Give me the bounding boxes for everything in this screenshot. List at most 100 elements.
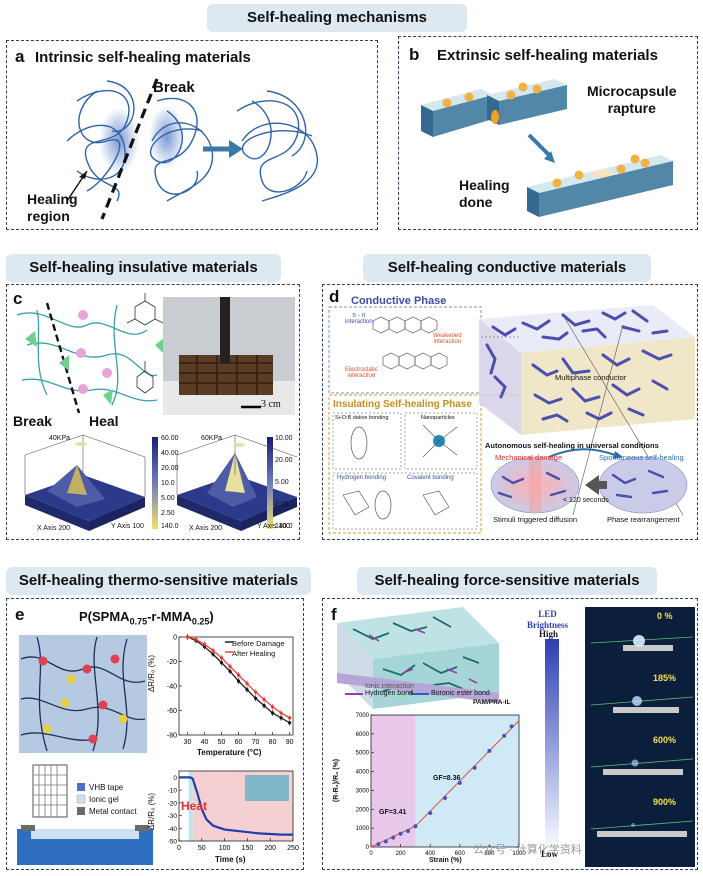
panel-e-label: e [15,605,25,624]
cb1-tick-5: 2.50 [161,510,175,517]
chart1-point-0-5 [228,669,232,673]
chart1-ytick-label-2: -40 [167,684,177,691]
chart3-point-12 [509,724,514,729]
break-label: Break [153,79,195,96]
chart3-xtick-label-4: 800 [484,851,495,857]
multiphase-label: Multiphase conductor [555,373,627,382]
chart1-point-0-8 [253,696,258,700]
chart3-ytick-label-7: 7000 [356,713,370,719]
strain-ylabel: (R-R₀)/R₀ (%) [333,758,341,803]
chart3-ytick-label-1: 1000 [356,826,370,832]
time-label: < 120 seconds [563,497,609,504]
chart1-xlabel: Temperature (°C) [197,748,262,757]
header-force: Self-healing force-sensitive materials [357,567,657,595]
map2-axis-x: X Axis 200 [189,525,223,532]
chart1-point-0-9 [262,704,266,708]
strain-185-label: 185% [653,673,677,683]
chart1-xtick-label-1: 40 [201,739,209,746]
hydrogen-bonding-label: Hydrogen bonding [337,475,387,481]
chart1-point-0-6 [236,679,241,683]
cb1-tick-4: 5.00 [161,495,175,502]
chart2-ylabel: ΔR/R₀ (%) [147,792,157,831]
sio-bond-label: Si-O:B dative bonding [335,415,389,421]
cb2-tick-1: 20.00 [275,457,293,464]
chart3-point-8 [457,780,462,785]
formula-mid: -r-MMA [147,609,192,624]
formula: P(SPMA0.75-r-MMA0.25) [79,609,214,627]
electrostatic-label: Electrostatic interaction [345,367,378,379]
formula-sub2: 0.25 [191,616,210,627]
rearrangement-label: Phase rearrangement [607,515,680,524]
strain-600-label: 600% [653,735,677,745]
chart1-point-1-3 [211,648,215,653]
chart3-ytick-label-3: 3000 [356,788,370,794]
panel-b: b Extrinsic self-healing materials Micro… [398,36,698,230]
formula-sub1: 0.75 [129,616,148,627]
chart1-point-1-12 [287,716,292,720]
panel-b-title: Extrinsic self-healing materials [437,47,658,64]
chart3-ytick-label-6: 6000 [356,732,370,738]
chart1-ytick-label-3: -60 [167,708,177,715]
chart1-point-1-7 [245,681,249,686]
chart1-xtick-label-2: 50 [218,739,226,746]
thermo-network [17,635,153,865]
healing-done-label: Healing done [459,177,510,210]
ionic-interaction-label: Ionic interaction [365,683,415,690]
chart2-ytick-label-3: -30 [168,813,178,820]
chart1-point-1-10 [270,705,275,709]
chart2-ytick-label-4: -40 [168,826,178,833]
chart1-point-1-8 [253,690,258,694]
heal-label-c: Heal [89,413,119,429]
chart2-frame [178,770,294,842]
led-low-label: Low [541,849,559,859]
led-high-label: High [539,629,559,639]
chart3-xtick-label-1: 200 [396,851,407,857]
chart3-point-11 [502,733,507,738]
chart2-heat-boundary [188,771,193,841]
cb1-tick-0: 60.00 [161,435,179,442]
chart2-xtick-label-2: 100 [219,845,231,852]
autonomous-label: Autonomous self-healing in universal con… [485,441,659,450]
strain-900-label: 900% [653,797,677,807]
formula-end: ) [209,609,214,624]
chart2-xtick-label-1: 50 [198,845,206,852]
polymer-network-broken [66,78,318,220]
metal-contact-label: Metal contact [89,807,137,816]
stimuli-label: Stimuli triggered diffusion [493,515,578,524]
chart3-point-4 [406,828,410,833]
map1-pressure: 40KPa [49,435,71,442]
hydrogen-bond-label: Hydrogen bond [365,690,413,697]
panel-c: c [6,284,300,540]
mechanical-damage-label: Mechanical damage [495,453,563,462]
microcapsule-label: Microcapsule rapture [587,83,677,116]
vhb-tape-label: VHB tape [89,783,124,792]
chart1-point-1-5 [228,664,232,668]
chart1-point-0-3 [211,652,215,656]
insulating-phase-title: Insulating Self-healing Phase [333,399,472,410]
chart1-point-1-6 [236,673,241,677]
strain-xlabel: Strain (%) [429,857,462,864]
chart2-ytick-label-0: 0 [173,775,177,782]
chart1-xtick-label-3: 60 [235,739,243,746]
healing-region-label: Healing region [27,191,78,224]
cb1-tick-6: 140.0 [161,523,179,530]
chart3-frame [370,714,520,848]
boronic-bond-label: Boronic ester bond [431,690,490,697]
insulative-network [16,293,298,531]
cb2-tick-2: 5.00 [275,479,289,486]
chart1-legend-after: After Healing [232,649,276,658]
panel-f-label: f [331,605,337,624]
chart3-ytick-label-0: 0 [366,845,370,851]
chart3-point-5 [413,824,418,829]
chart2-xtick-label-3: 150 [242,845,254,852]
chart1-ytick-label-1: -20 [167,659,177,666]
chart1-xtick-label-5: 80 [269,739,277,746]
chart2-ytick-label-5: -50 [168,839,178,846]
chart3-point-6 [428,811,433,816]
chart1-ylabel: ΔR/R₀ (%) [147,654,157,693]
panel-c-label: c [13,289,23,308]
chart1-point-1-4 [219,656,224,660]
strain-0-label: 0 % [657,611,673,621]
